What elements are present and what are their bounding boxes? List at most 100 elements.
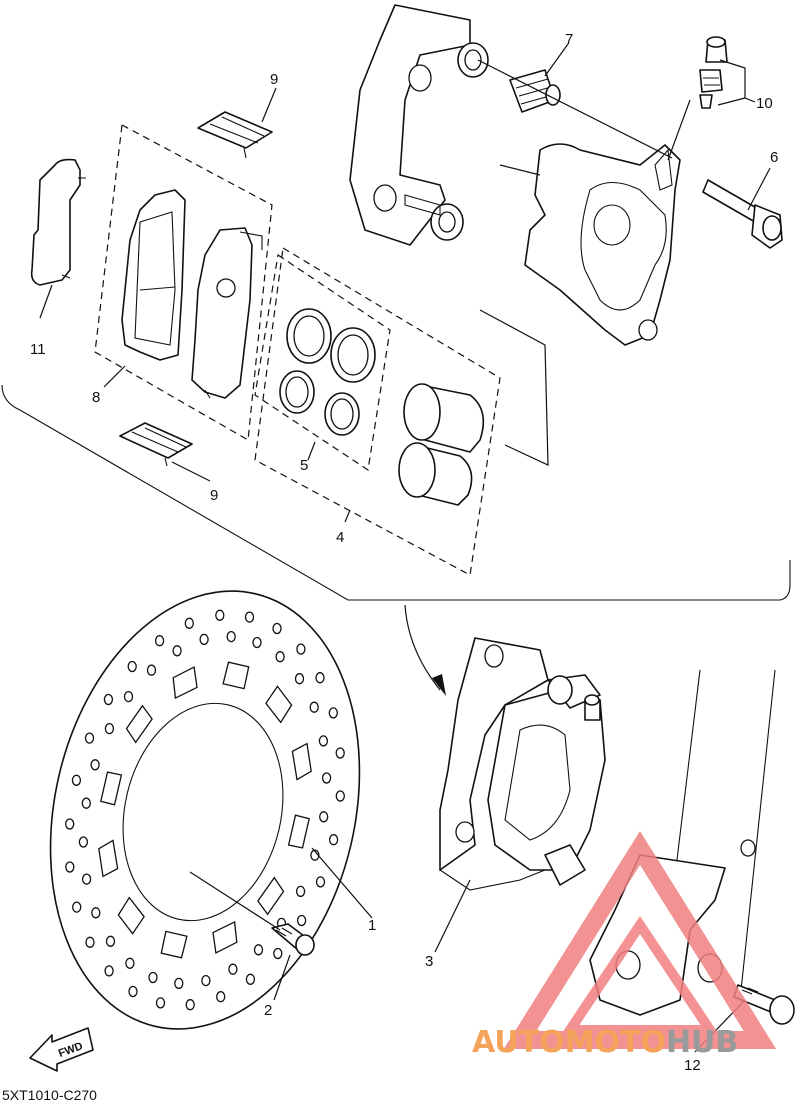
disc-hole [103,693,114,706]
leader-lines-lower [189,847,746,1053]
caliper-bolt-part-6 [702,179,783,249]
disc-window [212,920,238,954]
watermark-text: AUTOMOTOHUB [472,1025,738,1060]
brake-pads-part-8 [121,189,263,399]
callout-11: 11 [30,341,46,358]
disc-hole [184,617,194,629]
disc-hole [185,999,195,1011]
disc-window [100,771,123,806]
disc-hole [146,664,157,676]
automotohub-watermark-logo [503,831,777,1049]
caliper-mount-bolt-part-12 [733,984,795,1025]
exploded-view-frame [1,384,791,601]
disc-hole [65,818,75,830]
caliper-kit-dashed-box [254,247,501,576]
disc-hole [127,660,137,673]
disc-hole [328,707,338,719]
callout-3: 3 [425,953,433,970]
callout-8: 8 [92,389,100,406]
disc-hole [91,907,101,919]
disc-hole [174,977,184,990]
disc-hole [104,965,114,977]
disc-hole [85,936,95,948]
disc-hole [228,963,238,975]
boot-spring-part-7 [509,69,561,113]
disc-window [287,814,310,849]
disc-hole [105,935,116,947]
pistons [398,383,485,506]
callout-6: 6 [770,149,778,166]
disc-hole [328,834,339,846]
leader-lines-upper [39,43,771,523]
disc-hole [215,609,225,621]
disc-hole [272,622,282,635]
disc-hole [71,774,82,786]
disc-hole [199,633,209,646]
disc-window [125,704,153,744]
pad-kit-dashed-box [94,124,273,441]
disc-hole [216,991,226,1003]
disc-window [98,839,119,878]
exploded-view-arrow [404,604,441,691]
disc-hole [72,901,82,913]
disc-window [222,661,250,690]
disc-hole [335,747,345,759]
disc-hole [65,861,75,873]
disc-hole [319,811,329,823]
disc-hole [295,885,306,898]
disc-bolt-part-2 [271,923,315,956]
watermark-text-part1: AUTOMOTO [472,1025,666,1060]
disc-window [172,666,198,700]
callout-5: 5 [300,457,308,474]
callout-10: 10 [756,95,773,112]
disc-hole [252,636,262,649]
caliper-body-upper [524,143,681,346]
disc-hole [155,997,166,1009]
callout-9-top: 9 [270,71,278,88]
disc-hole [315,876,326,888]
disc-window [291,742,312,781]
disc-hole [309,701,319,713]
disc-hole [294,673,305,685]
disc-hole [90,759,100,771]
callout-1: 1 [368,917,376,934]
caliper-assembly-part-3 [439,637,606,891]
disc-window [160,930,188,959]
disc-hole [275,651,285,663]
callout-12: 12 [684,1057,701,1074]
bleed-screw-part-10 [699,36,728,109]
exploded-view-arrowhead [432,674,446,696]
disc-window [257,876,285,916]
diagram-code: 5XT1010-C270 [2,1087,97,1103]
watermark-text-part2: HUB [666,1025,738,1060]
disc-hole [148,971,158,984]
disc-window [265,685,293,724]
disc-hole [201,974,211,987]
disc-hole [81,873,92,885]
pad-spring-part-9-bottom [119,422,193,467]
disc-hole [318,735,329,747]
disc-hole [81,797,91,809]
forward-direction-arrow: FWD [29,1027,94,1072]
disc-hole [84,732,95,744]
callout-9-bottom: 9 [210,487,218,504]
disc-hole [315,672,325,684]
disc-hole [335,790,345,802]
caliper-bracket-upper [349,4,489,246]
brake-disc-part-1 [49,590,361,1030]
disc-hole [125,957,135,969]
disc-hole [172,645,182,657]
disc-hole [321,772,332,784]
piston-seals-part-5 [279,308,376,436]
disc-window [117,896,145,935]
disc-hole [78,836,89,848]
disc-hole [128,985,138,998]
disc-hole [253,944,264,956]
disc-hole [296,643,306,655]
disc-hole [154,635,165,647]
callout-7: 7 [565,31,573,48]
disc-hole [104,722,115,735]
callout-2: 2 [264,1002,272,1019]
disc-hole [296,914,307,927]
